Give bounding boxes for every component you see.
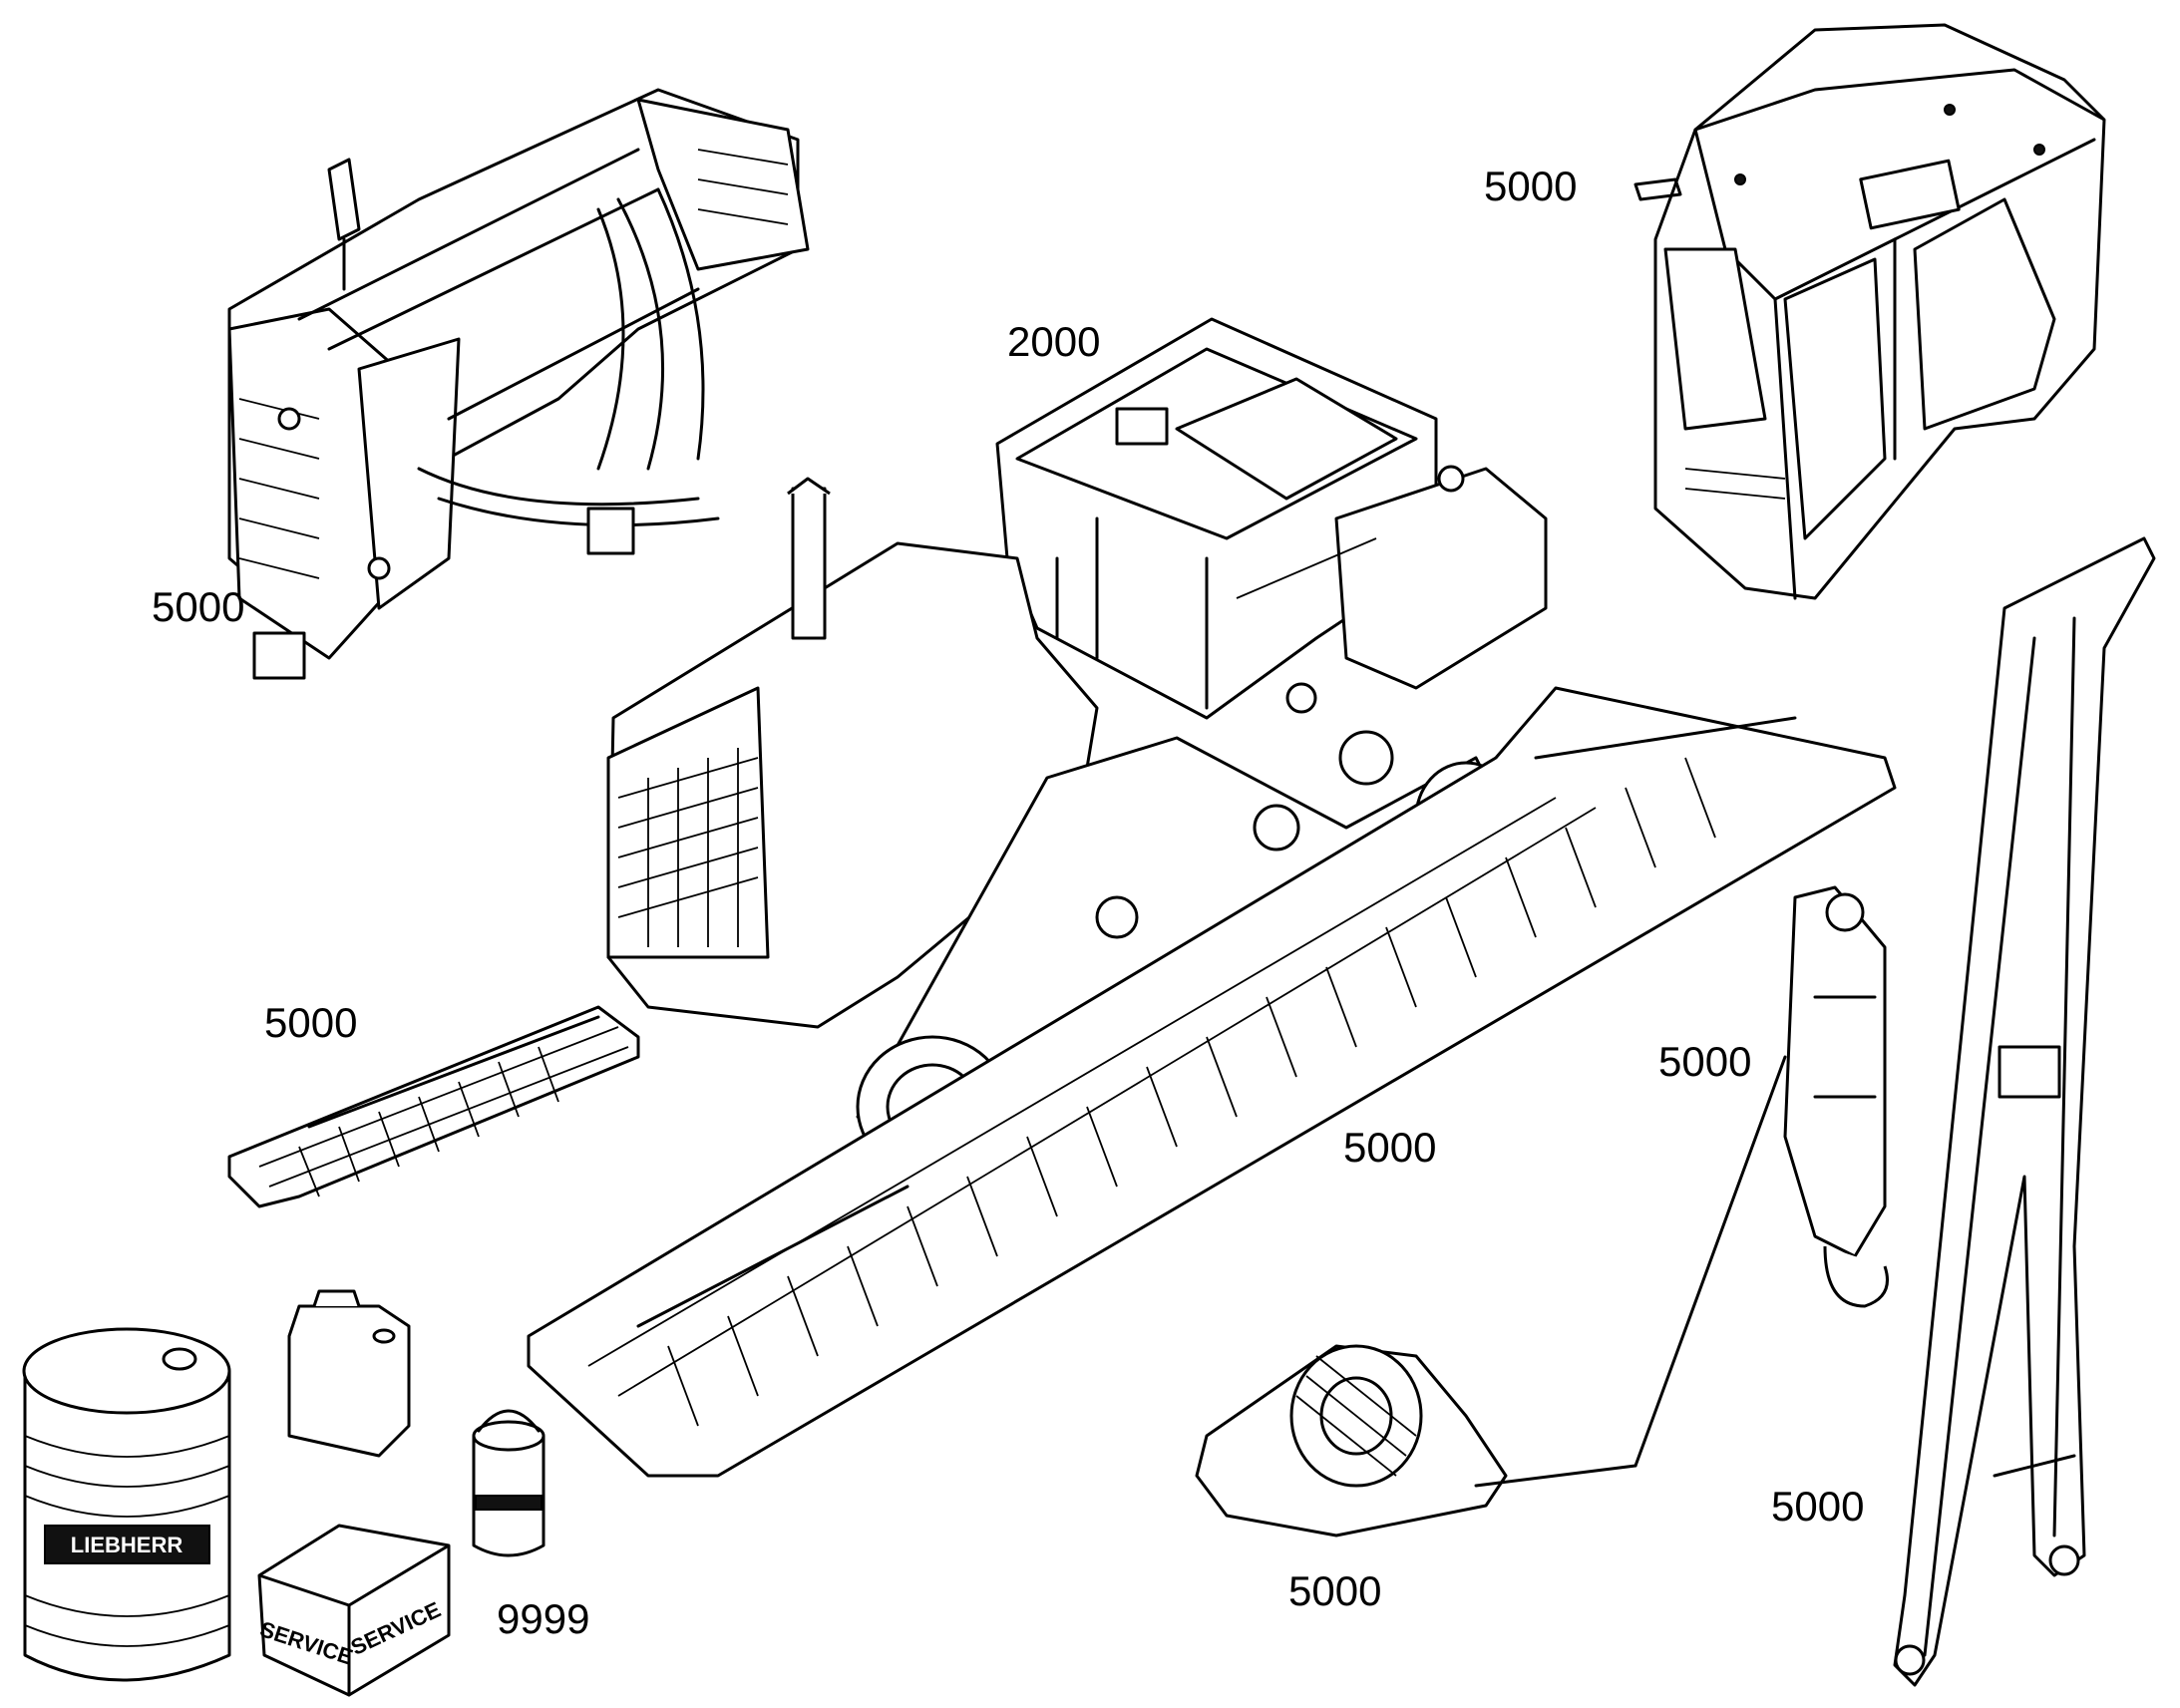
- callout-service-items: 9999: [497, 1595, 590, 1642]
- oil-drum: LIEBHERR: [22, 1327, 231, 1682]
- callout-boom-frame: 5000: [152, 583, 245, 630]
- callout-winch: 5000: [1288, 1567, 1382, 1614]
- boom-frame-assembly: [227, 88, 810, 680]
- hook-block: [1634, 885, 1889, 1468]
- track-chain-left: [227, 1005, 640, 1208]
- callout-hook-block: 5000: [1658, 1038, 1752, 1085]
- mast-a-frame: [1893, 536, 2156, 1687]
- callout-cab: 5000: [1484, 163, 1578, 209]
- callout-upper-frame: 2000: [1007, 318, 1101, 365]
- winch-drum: [1195, 1344, 1637, 1537]
- callout-track-right: 5000: [1343, 1124, 1437, 1171]
- operator-cab: [1634, 23, 2106, 600]
- callout-mast: 5000: [1771, 1483, 1865, 1530]
- track-chain-right: [527, 686, 1897, 1478]
- service-items: LIEBHERR SERVICE SERVICE: [22, 1289, 545, 1697]
- callout-track-left: 5000: [264, 999, 358, 1046]
- service-box: SERVICE SERVICE: [257, 1524, 451, 1697]
- upper-frame-assembly: [995, 317, 1548, 720]
- drum-brand-label: LIEBHERR: [71, 1533, 183, 1557]
- paint-can: [472, 1409, 545, 1557]
- jerrycan: [287, 1289, 411, 1458]
